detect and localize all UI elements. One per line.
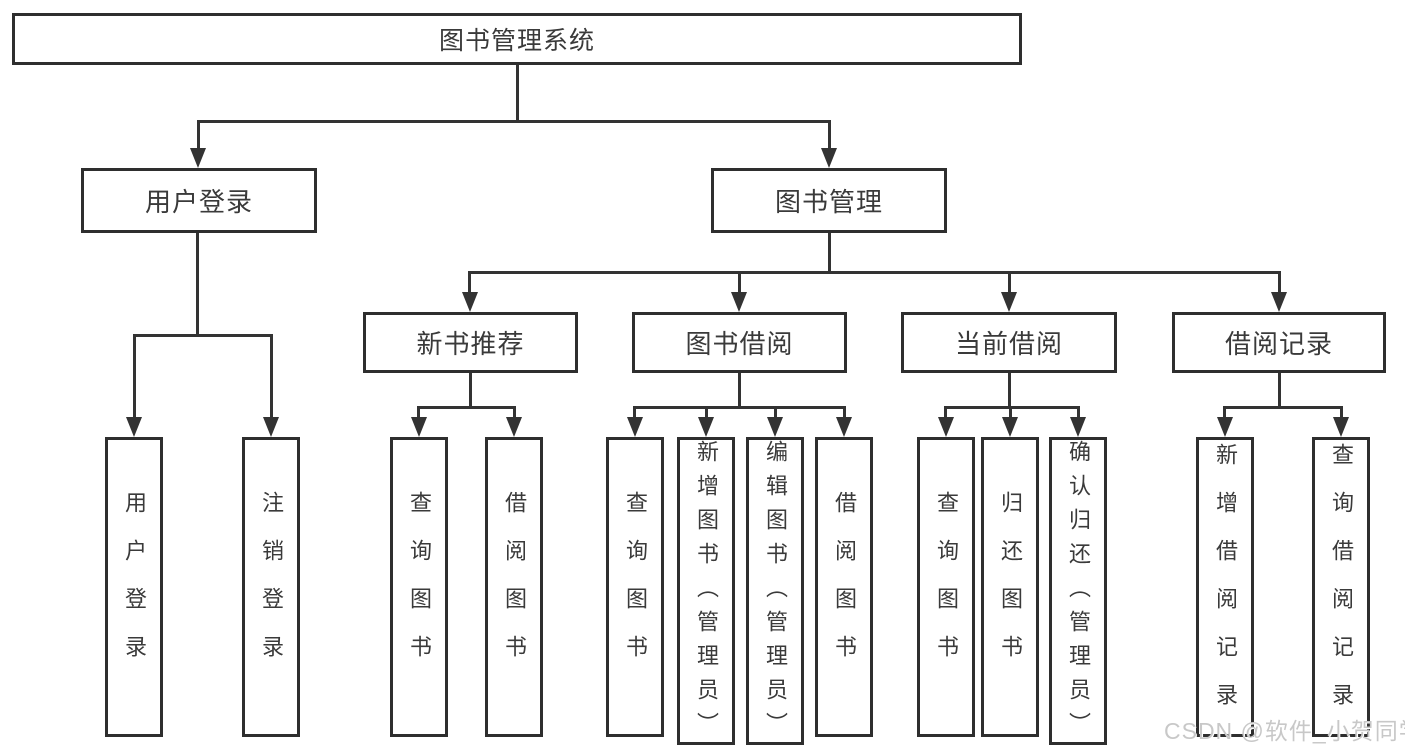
connector-leaf-drop	[633, 406, 636, 420]
connector-new-book-group-split	[417, 406, 516, 409]
connector-book-borrow-drop	[738, 271, 741, 294]
arrowhead-leaf	[1070, 417, 1086, 437]
connector-user-login-stem	[196, 233, 199, 337]
node-library-system: 图书管理系统	[12, 13, 1022, 65]
leaf-edit-books-admin-label: 编辑图书（管理员）	[763, 440, 788, 746]
node-library-system-label: 图书管理系统	[438, 27, 595, 55]
leaf-add-books-admin-label: 新增图书（管理员）	[694, 440, 719, 746]
arrowhead-user-login	[190, 148, 206, 168]
node-user-login: 用户登录	[81, 168, 317, 233]
arrowhead-new-book	[462, 292, 478, 312]
leaf-logout-label: 注销登录	[259, 491, 284, 683]
arrowhead-leaf	[506, 417, 522, 437]
leaf-borrow-books-label: 借阅图书	[832, 491, 857, 683]
leaf-add-borrow-record-label: 新增借阅记录	[1213, 443, 1238, 731]
node-book-borrow-label: 图书借阅	[685, 329, 794, 359]
leaf-query-books-borrow-label: 查询图书	[623, 491, 648, 683]
csdn-watermark: CSDN @软件_小贺同学	[1164, 718, 1405, 744]
connector-leaf-drop	[944, 406, 947, 420]
node-current-borrow: 当前借阅	[901, 312, 1117, 373]
connector-new-book-stem	[469, 373, 472, 407]
connector-leaf-user-login-drop	[133, 334, 136, 418]
connector-user-login-drop	[197, 120, 200, 150]
arrowhead-leaf	[836, 417, 852, 437]
leaf-query-books-recommend-label: 查询图书	[407, 491, 432, 683]
node-new-book-recommend-label: 新书推荐	[416, 329, 525, 359]
connector-user-login-split	[133, 334, 273, 337]
node-borrow-records-label: 借阅记录	[1224, 329, 1333, 359]
arrowhead-leaf	[698, 417, 714, 437]
leaf-borrow-books: 借阅图书	[815, 437, 873, 737]
node-user-login-label: 用户登录	[144, 187, 253, 217]
connector-current-borrow-stem	[1008, 373, 1011, 407]
connector-current-borrow-drop	[1008, 271, 1011, 294]
leaf-query-borrow-record-label: 查询借阅记录	[1329, 443, 1354, 731]
connector-leaf-drop	[1009, 406, 1012, 420]
connector-leaf-logout-drop	[270, 334, 273, 418]
leaf-return-books: 归还图书	[981, 437, 1039, 737]
leaf-user-login: 用户登录	[105, 437, 163, 737]
connector-book-mgmt-split	[468, 271, 1281, 274]
node-book-borrow: 图书借阅	[632, 312, 847, 373]
connector-leaf-drop	[417, 406, 420, 420]
connector-borrow-records-stem	[1278, 373, 1281, 407]
connector-leaf-drop	[705, 406, 708, 420]
leaf-logout: 注销登录	[242, 437, 300, 737]
arrowhead-leaf	[1217, 417, 1233, 437]
arrowhead-book-borrow	[731, 292, 747, 312]
connector-book-borrow-stem	[738, 373, 741, 407]
leaf-edit-books-admin: 编辑图书（管理员）	[746, 437, 804, 746]
connector-current-borrow-group-split	[944, 406, 1080, 409]
connector-root-stem	[516, 65, 519, 122]
leaf-query-books-borrow: 查询图书	[606, 437, 664, 737]
leaf-add-borrow-record: 新增借阅记录	[1196, 437, 1254, 737]
connector-borrow-records-group-split	[1223, 406, 1343, 409]
arrowhead-borrow-records	[1271, 292, 1287, 312]
leaf-borrow-books-recommend-label: 借阅图书	[502, 491, 527, 683]
node-book-management-label: 图书管理	[774, 187, 883, 217]
connector-book-mgmt-drop	[828, 120, 831, 150]
leaf-query-books-current: 查询图书	[917, 437, 975, 737]
leaf-borrow-books-recommend: 借阅图书	[485, 437, 543, 737]
node-current-borrow-label: 当前借阅	[954, 329, 1063, 359]
leaf-query-borrow-record: 查询借阅记录	[1312, 437, 1370, 737]
arrowhead-leaf-user-login	[126, 417, 142, 437]
connector-book-borrow-group-split	[633, 406, 846, 409]
connector-leaf-drop	[774, 406, 777, 420]
node-new-book-recommend: 新书推荐	[363, 312, 578, 373]
arrowhead-leaf	[938, 417, 954, 437]
arrowhead-leaf	[767, 417, 783, 437]
leaf-return-books-label: 归还图书	[998, 491, 1023, 683]
connector-borrow-records-drop	[1278, 271, 1281, 294]
node-book-management: 图书管理	[711, 168, 947, 233]
arrowhead-leaf-logout	[263, 417, 279, 437]
leaf-add-books-admin: 新增图书（管理员）	[677, 437, 735, 746]
connector-leaf-drop	[513, 406, 516, 420]
leaf-confirm-return-admin-label: 确认归还（管理员）	[1066, 440, 1091, 746]
connector-root-split	[197, 120, 831, 123]
connector-leaf-drop	[1223, 406, 1226, 420]
connector-leaf-drop	[1077, 406, 1080, 420]
arrowhead-leaf	[1333, 417, 1349, 437]
arrowhead-current-borrow	[1001, 292, 1017, 312]
connector-leaf-drop	[1340, 406, 1343, 420]
leaf-query-books-recommend: 查询图书	[390, 437, 448, 737]
arrowhead-book-mgmt	[821, 148, 837, 168]
node-borrow-records: 借阅记录	[1172, 312, 1386, 373]
connector-leaf-drop	[843, 406, 846, 420]
leaf-user-login-label: 用户登录	[122, 491, 147, 683]
connector-book-mgmt-stem	[828, 233, 831, 274]
arrowhead-leaf	[1002, 417, 1018, 437]
leaf-query-books-current-label: 查询图书	[934, 491, 959, 683]
leaf-confirm-return-admin: 确认归还（管理员）	[1049, 437, 1107, 746]
arrowhead-leaf	[411, 417, 427, 437]
arrowhead-leaf	[627, 417, 643, 437]
connector-new-book-drop	[468, 271, 471, 294]
